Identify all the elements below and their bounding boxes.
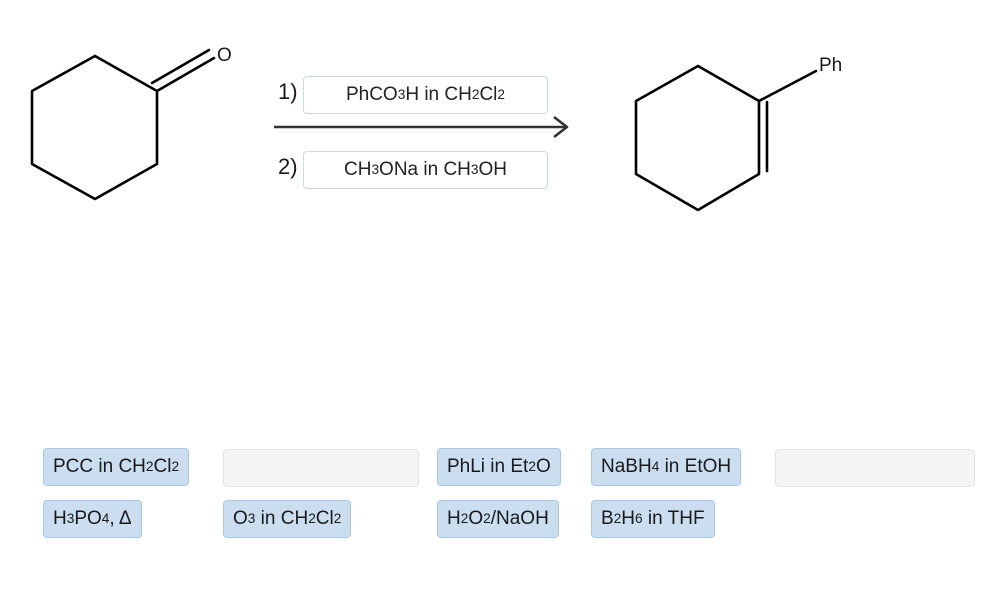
formula-text: /NaOH: [490, 508, 549, 529]
formula-text: PO: [74, 508, 102, 529]
formula-text: in THF: [642, 508, 705, 529]
formula-text: ONa in CH: [379, 159, 471, 180]
formula-text: in EtOH: [659, 456, 732, 477]
formula-text: H: [621, 508, 636, 529]
formula-text: H: [447, 508, 461, 529]
oxygen-atom-label: O: [217, 45, 232, 66]
reaction-arrow: [274, 115, 569, 139]
step-1-number: 1): [278, 79, 298, 104]
reactant-cyclohexanone-structure: O: [30, 45, 232, 201]
formula-text: H in CH: [405, 84, 472, 105]
reagent-chip-empty-slot[interactable]: [775, 449, 975, 487]
formula-text: Cl: [479, 84, 498, 105]
formula-text: in CH: [255, 508, 309, 529]
formula-text: PhLi in Et: [447, 456, 529, 477]
reagent-chip-empty-slot[interactable]: [223, 449, 419, 487]
formula-text: B: [601, 508, 614, 529]
formula-text: O: [535, 456, 551, 477]
formula-text: PCC in CH: [53, 456, 146, 477]
formula-text: Cl: [315, 508, 334, 529]
formula-text: O: [468, 508, 484, 529]
phenyl-substituent-label: Ph: [819, 55, 842, 76]
formula-text: Cl: [153, 456, 172, 477]
formula-text: , Δ: [109, 508, 132, 529]
formula-text: O: [233, 508, 248, 529]
formula-text: PhCO: [345, 84, 398, 105]
formula-text: NaBH: [601, 456, 652, 477]
step-2-number: 2): [278, 154, 298, 179]
formula-text: H: [53, 508, 67, 529]
formula-text: CH: [343, 159, 372, 180]
formula-text: OH: [478, 159, 508, 180]
product-phenylcyclohexene-structure: Ph: [634, 55, 842, 212]
